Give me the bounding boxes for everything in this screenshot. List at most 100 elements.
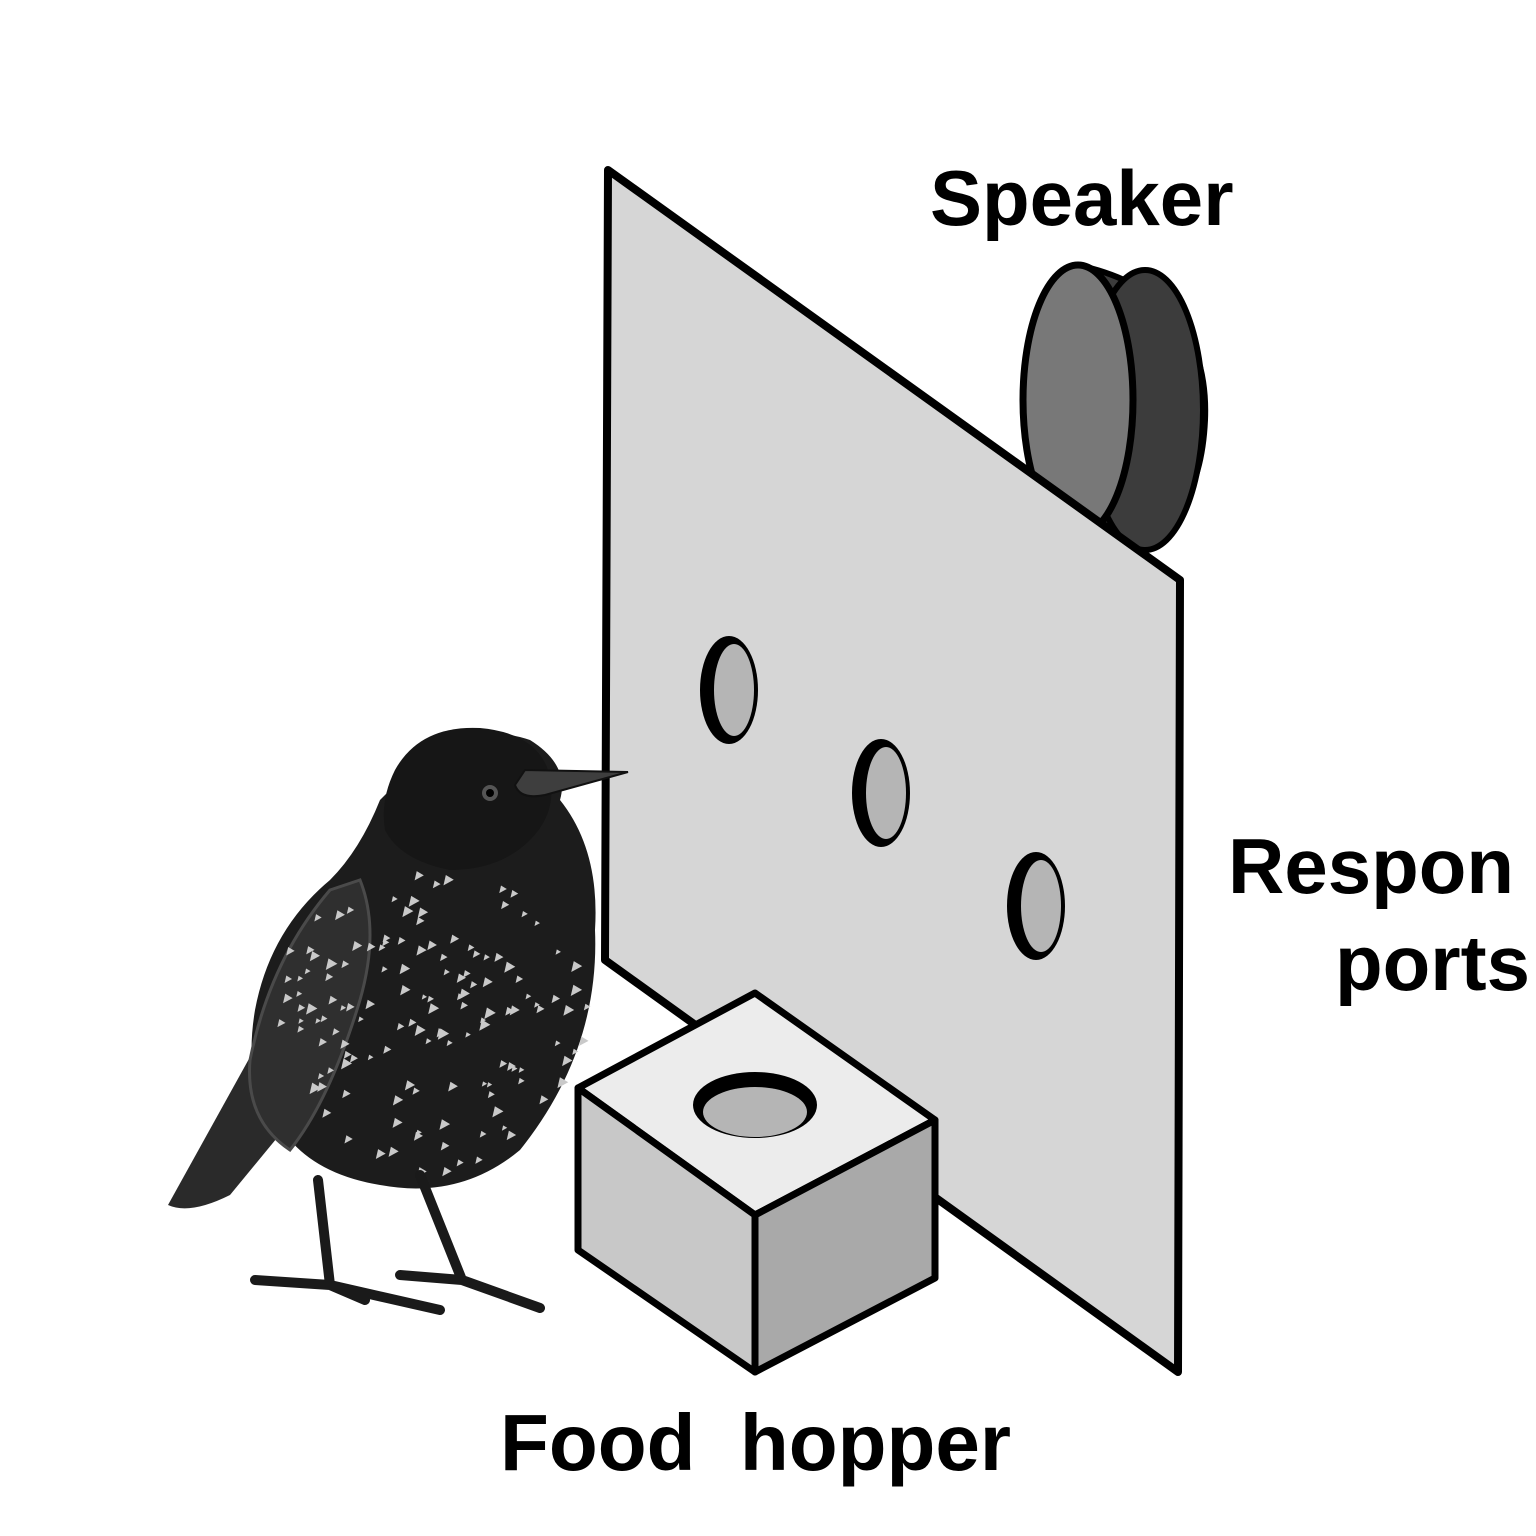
bird-spot xyxy=(382,939,390,947)
bird-spot xyxy=(521,910,528,918)
bird-spot xyxy=(518,1067,525,1073)
response-port-center[interactable] xyxy=(852,739,910,847)
bird-spot xyxy=(572,1048,579,1055)
bird-wing xyxy=(248,878,372,1153)
bird-spot xyxy=(450,934,460,944)
bird-spot xyxy=(483,954,490,961)
bird-leg-left xyxy=(250,1175,445,1315)
bird-spot xyxy=(342,1089,351,1099)
bird-spot xyxy=(492,1106,504,1118)
bird-spot xyxy=(309,1082,322,1095)
speaker-icon xyxy=(1019,261,1209,553)
bird-spot xyxy=(463,970,471,978)
bird-spot xyxy=(506,1130,517,1141)
bird-spot xyxy=(416,945,427,956)
bird-spot xyxy=(557,1077,569,1089)
response-port-left[interactable] xyxy=(700,636,758,744)
bird-spot xyxy=(562,1055,573,1067)
bird-spot xyxy=(392,1117,403,1128)
bird-spot xyxy=(456,973,467,983)
bird-spot xyxy=(510,890,519,898)
bird-spot xyxy=(402,906,414,918)
bird-spot xyxy=(314,914,322,922)
bird-spot xyxy=(396,1022,405,1031)
bird-spot xyxy=(534,920,540,927)
bird-spot xyxy=(341,960,350,969)
bird-spot xyxy=(551,994,560,1004)
bird-spot xyxy=(284,975,293,983)
bird-spot xyxy=(352,941,363,952)
bird-spot xyxy=(383,1045,392,1054)
bird-spot xyxy=(439,1119,451,1130)
bird-spot xyxy=(381,966,388,973)
bird-spot xyxy=(515,975,524,983)
bird-spot xyxy=(413,1131,423,1141)
bird-spot xyxy=(415,1129,422,1136)
bird-spot xyxy=(286,947,295,956)
bird-spot xyxy=(440,953,448,962)
bird-spot xyxy=(408,1018,417,1027)
bird-spot xyxy=(322,1108,332,1118)
bird-spot xyxy=(425,1038,432,1045)
bird-spot xyxy=(317,1073,325,1080)
bird-spot xyxy=(344,1135,353,1144)
bird-spot xyxy=(366,942,376,952)
bird-spot xyxy=(539,1095,549,1105)
bird-spot xyxy=(475,1156,483,1164)
bird-spot xyxy=(399,963,411,975)
bird-spot xyxy=(507,1062,516,1071)
bird-spot xyxy=(518,1077,525,1085)
bird-spot xyxy=(332,1028,340,1036)
bird-spot xyxy=(536,1005,545,1014)
bird-spot xyxy=(446,1040,453,1047)
bird-spot xyxy=(505,1006,515,1016)
bird-spot xyxy=(367,1054,374,1061)
bird-spot xyxy=(428,1003,440,1015)
bird-spot xyxy=(499,1060,508,1068)
food-hopper-label: Food hopper xyxy=(500,1398,1011,1487)
speaker-label: Speaker xyxy=(930,154,1234,242)
bird-spot xyxy=(349,1054,358,1063)
bird-spot xyxy=(579,1036,589,1046)
bird-spot xyxy=(397,936,406,945)
bird-spot xyxy=(404,1080,416,1091)
bird-spot xyxy=(365,999,376,1010)
bird-spot xyxy=(484,1007,496,1020)
bird-spot xyxy=(427,995,434,1003)
bird-spot xyxy=(297,1004,306,1012)
bird-spot xyxy=(297,1025,305,1033)
bird-spot xyxy=(296,991,303,997)
bird-spot xyxy=(416,916,425,926)
bird-spot xyxy=(456,1159,464,1167)
response-ports xyxy=(700,636,1065,960)
starling-icon xyxy=(168,727,629,1315)
bird-spot xyxy=(570,984,583,997)
bird-spot xyxy=(306,1003,318,1015)
bird-spot xyxy=(448,1081,458,1092)
bird-spot xyxy=(494,952,504,962)
bird-spot xyxy=(555,949,561,955)
bird-spot xyxy=(499,885,507,894)
bird-head xyxy=(383,727,552,870)
hopper-opening[interactable] xyxy=(693,1072,817,1138)
food-hopper-icon xyxy=(574,989,939,1376)
bird-spot xyxy=(328,995,338,1005)
bird-spot xyxy=(335,910,345,921)
bird-spot xyxy=(427,940,437,951)
bird-spot xyxy=(283,993,293,1004)
bird-spot xyxy=(504,961,516,973)
bird-spot xyxy=(472,950,481,958)
bird-spot xyxy=(554,1040,561,1047)
bird-spot xyxy=(414,871,424,881)
bird-spot xyxy=(442,1166,452,1177)
bird-spot xyxy=(563,1004,575,1016)
bird-spot xyxy=(317,1082,327,1092)
bird-spot xyxy=(388,1146,399,1157)
bird-spot xyxy=(309,951,321,962)
bird-spot xyxy=(487,1091,495,1099)
bird-spot xyxy=(343,1050,352,1059)
bird-spot xyxy=(298,1018,304,1024)
bird-spot xyxy=(440,1141,450,1151)
response-port-right[interactable] xyxy=(1007,852,1065,960)
